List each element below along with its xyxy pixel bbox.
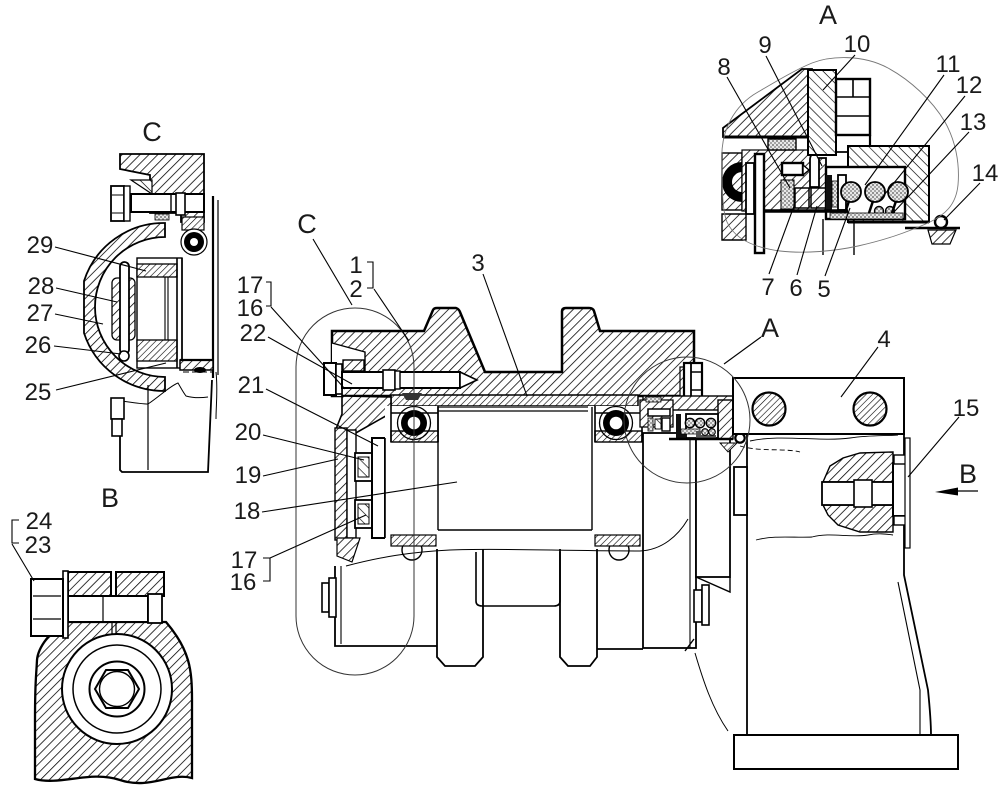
svg-text:15: 15 (953, 395, 980, 422)
svg-text:12: 12 (956, 72, 983, 99)
svg-text:21: 21 (238, 372, 265, 399)
svg-text:10: 10 (844, 31, 871, 58)
svg-text:7: 7 (761, 274, 774, 301)
svg-text:5: 5 (817, 276, 830, 303)
svg-text:13: 13 (960, 109, 987, 136)
svg-text:B: B (959, 459, 977, 489)
svg-text:29: 29 (27, 232, 54, 259)
svg-text:24: 24 (26, 508, 53, 535)
svg-text:2: 2 (349, 276, 362, 303)
svg-text:8: 8 (717, 54, 730, 81)
svg-text:4: 4 (877, 326, 890, 353)
svg-text:19: 19 (235, 462, 262, 489)
svg-text:11: 11 (936, 51, 961, 78)
svg-text:22: 22 (240, 320, 267, 347)
svg-text:3: 3 (471, 250, 484, 277)
svg-text:A: A (819, 0, 837, 30)
svg-text:17: 17 (237, 272, 264, 299)
svg-text:18: 18 (234, 498, 261, 525)
svg-text:9: 9 (758, 32, 771, 59)
svg-text:16: 16 (230, 569, 257, 596)
svg-text:6: 6 (789, 275, 802, 302)
svg-text:14: 14 (972, 160, 999, 187)
svg-text:16: 16 (237, 295, 264, 322)
svg-text:B: B (101, 483, 119, 513)
svg-text:C: C (142, 117, 162, 147)
svg-text:1: 1 (349, 252, 362, 279)
svg-text:20: 20 (235, 419, 262, 446)
svg-text:17: 17 (231, 547, 258, 574)
svg-text:28: 28 (28, 273, 55, 300)
svg-text:27: 27 (27, 300, 54, 327)
svg-text:26: 26 (25, 332, 52, 359)
svg-text:23: 23 (25, 532, 52, 559)
svg-text:A: A (761, 313, 779, 343)
svg-text:C: C (297, 209, 317, 239)
svg-text:25: 25 (25, 379, 52, 406)
